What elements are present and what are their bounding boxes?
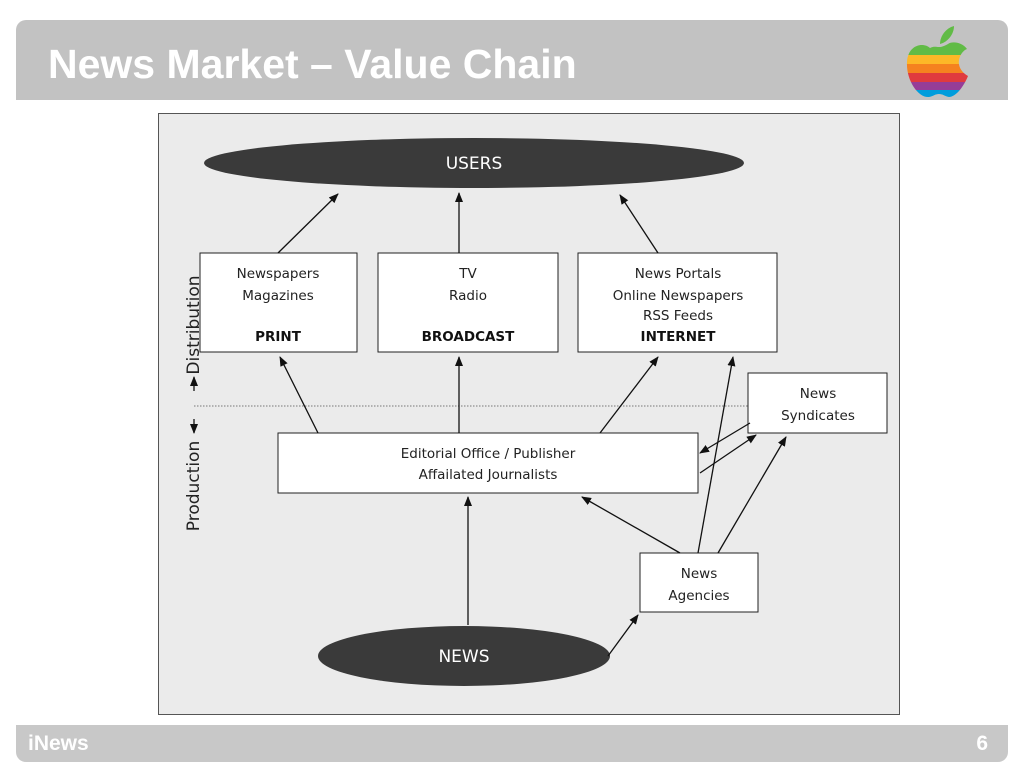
broadcast-line2: Radio: [449, 288, 487, 304]
arrow-agencies-to-editorial: [581, 496, 681, 554]
news-label: NEWS: [438, 647, 489, 667]
users-ellipse: [204, 138, 744, 188]
page-number: 6: [976, 732, 988, 755]
arrow-editorial-to-internet: [599, 356, 659, 434]
internet-line3: RSS Feeds: [643, 308, 713, 324]
internet-box: [577, 252, 778, 353]
agencies-box: [639, 552, 759, 613]
editorial-box: [277, 432, 699, 494]
arrow-internet-to-users: [619, 194, 659, 254]
agencies-line1: News: [681, 566, 717, 582]
users-label: USERS: [446, 154, 503, 174]
arrow-syndicates-to-editorial: [699, 422, 751, 454]
arrow-editorial-to-syndicates: [699, 434, 757, 474]
broadcast-line1: TV: [458, 266, 477, 282]
footer-bar: iNews 6: [16, 725, 1008, 762]
title-bar: News Market – Value Chain: [16, 20, 1008, 100]
internet-line2: Online Newspapers: [613, 288, 744, 304]
broadcast-box: [377, 252, 559, 353]
agencies-line2: Agencies: [668, 588, 729, 604]
internet-line1: News Portals: [635, 266, 722, 282]
arrow-print-to-users: [277, 193, 339, 254]
arrow-agencies-to-internet: [697, 356, 736, 554]
print-line2: Magazines: [242, 288, 314, 304]
internet-category: INTERNET: [641, 329, 717, 345]
syndicates-line2: Syndicates: [781, 408, 855, 424]
print-category: PRINT: [255, 329, 302, 345]
value-chain-diagram: USERS Newspapers Magazines PRINT TV Radi…: [158, 113, 901, 720]
arrow-agencies-to-syndicates: [717, 436, 787, 554]
broadcast-category: BROADCAST: [422, 329, 516, 345]
apple-logo-icon: [906, 26, 968, 98]
print-box: [199, 252, 358, 353]
arrow-news-to-agencies: [607, 614, 639, 657]
syndicates-line1: News: [800, 386, 836, 402]
news-ellipse: [318, 626, 610, 686]
diagram-canvas: USERS Newspapers Magazines PRINT TV Radi…: [158, 113, 900, 715]
slide-title: News Market – Value Chain: [48, 41, 577, 87]
axis-production-label: Production: [184, 441, 204, 531]
editorial-line1: Editorial Office / Publisher: [401, 446, 576, 462]
axis-distribution-label: Distribution: [184, 275, 204, 374]
footer-brand: iNews: [28, 732, 89, 755]
syndicates-box: [747, 372, 888, 434]
print-line1: Newspapers: [237, 266, 320, 282]
editorial-line2: Affailated Journalists: [419, 467, 558, 483]
arrow-editorial-to-print: [279, 356, 319, 434]
